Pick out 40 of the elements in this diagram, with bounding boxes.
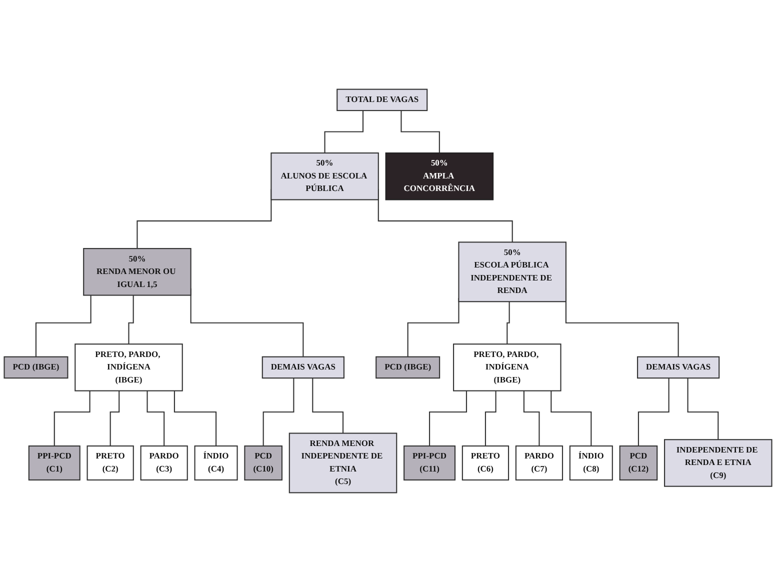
node-box: TOTAL DE VAGAS (336, 88, 428, 112)
node-box: PCD (C10) (244, 445, 282, 480)
node-box: PCD (IBGE) (4, 356, 68, 379)
connector (262, 378, 294, 447)
node-box: ÍNDIO (C4) (194, 445, 238, 480)
node-box: PRETO, PARDO, INDÍGENA (IBGE) (453, 344, 562, 392)
connector (523, 390, 540, 447)
connector (110, 390, 120, 447)
connector (506, 302, 510, 345)
node-box: 50% AMPLA CONCORRÊNCIA (385, 152, 494, 200)
node-box: PPI-PCD (C11) (404, 445, 456, 480)
node-box: DEMAIS VAGAS (637, 356, 720, 379)
node-box: PCD (C12) (619, 445, 658, 480)
connector (324, 110, 364, 154)
connector (484, 390, 496, 447)
connector (638, 378, 670, 447)
connector (35, 295, 92, 358)
node-box: PARDO (C7) (515, 445, 564, 480)
node-box: PRETO, PARDO, INDÍGENA (IBGE) (74, 344, 183, 392)
connector (400, 110, 440, 154)
connector (429, 390, 468, 447)
node-box: 50% RENDA MENOR OU IGUAL 1,5 (83, 248, 192, 296)
connector (146, 390, 165, 447)
node-box: PRETO (C6) (462, 445, 510, 480)
node-box: PARDO (C3) (140, 445, 188, 480)
node-box: INDEPENDENTE DE RENDA E ETNIA (C9) (664, 439, 772, 487)
node-box: ÍNDIO (C8) (569, 445, 613, 480)
connector (550, 390, 592, 447)
connector (312, 378, 344, 434)
connector (174, 390, 217, 447)
connector (687, 378, 719, 440)
node-box: PPI-PCD (C1) (28, 445, 80, 480)
node-box: RENDA MENOR INDEPENDENTE DE ETNIA (C5) (288, 432, 398, 494)
connector (54, 390, 90, 447)
node-box: DEMAIS VAGAS (262, 356, 344, 379)
node-box: 50% ALUNOS DE ESCOLA PÚBLICA (270, 152, 379, 200)
node-box: 50% ESCOLA PÚBLICA INDEPENDENTE DE RENDA (458, 242, 566, 302)
connector (128, 295, 134, 345)
node-box: PRETO (C2) (86, 445, 134, 480)
node-box: PCD (IBGE) (376, 356, 440, 379)
